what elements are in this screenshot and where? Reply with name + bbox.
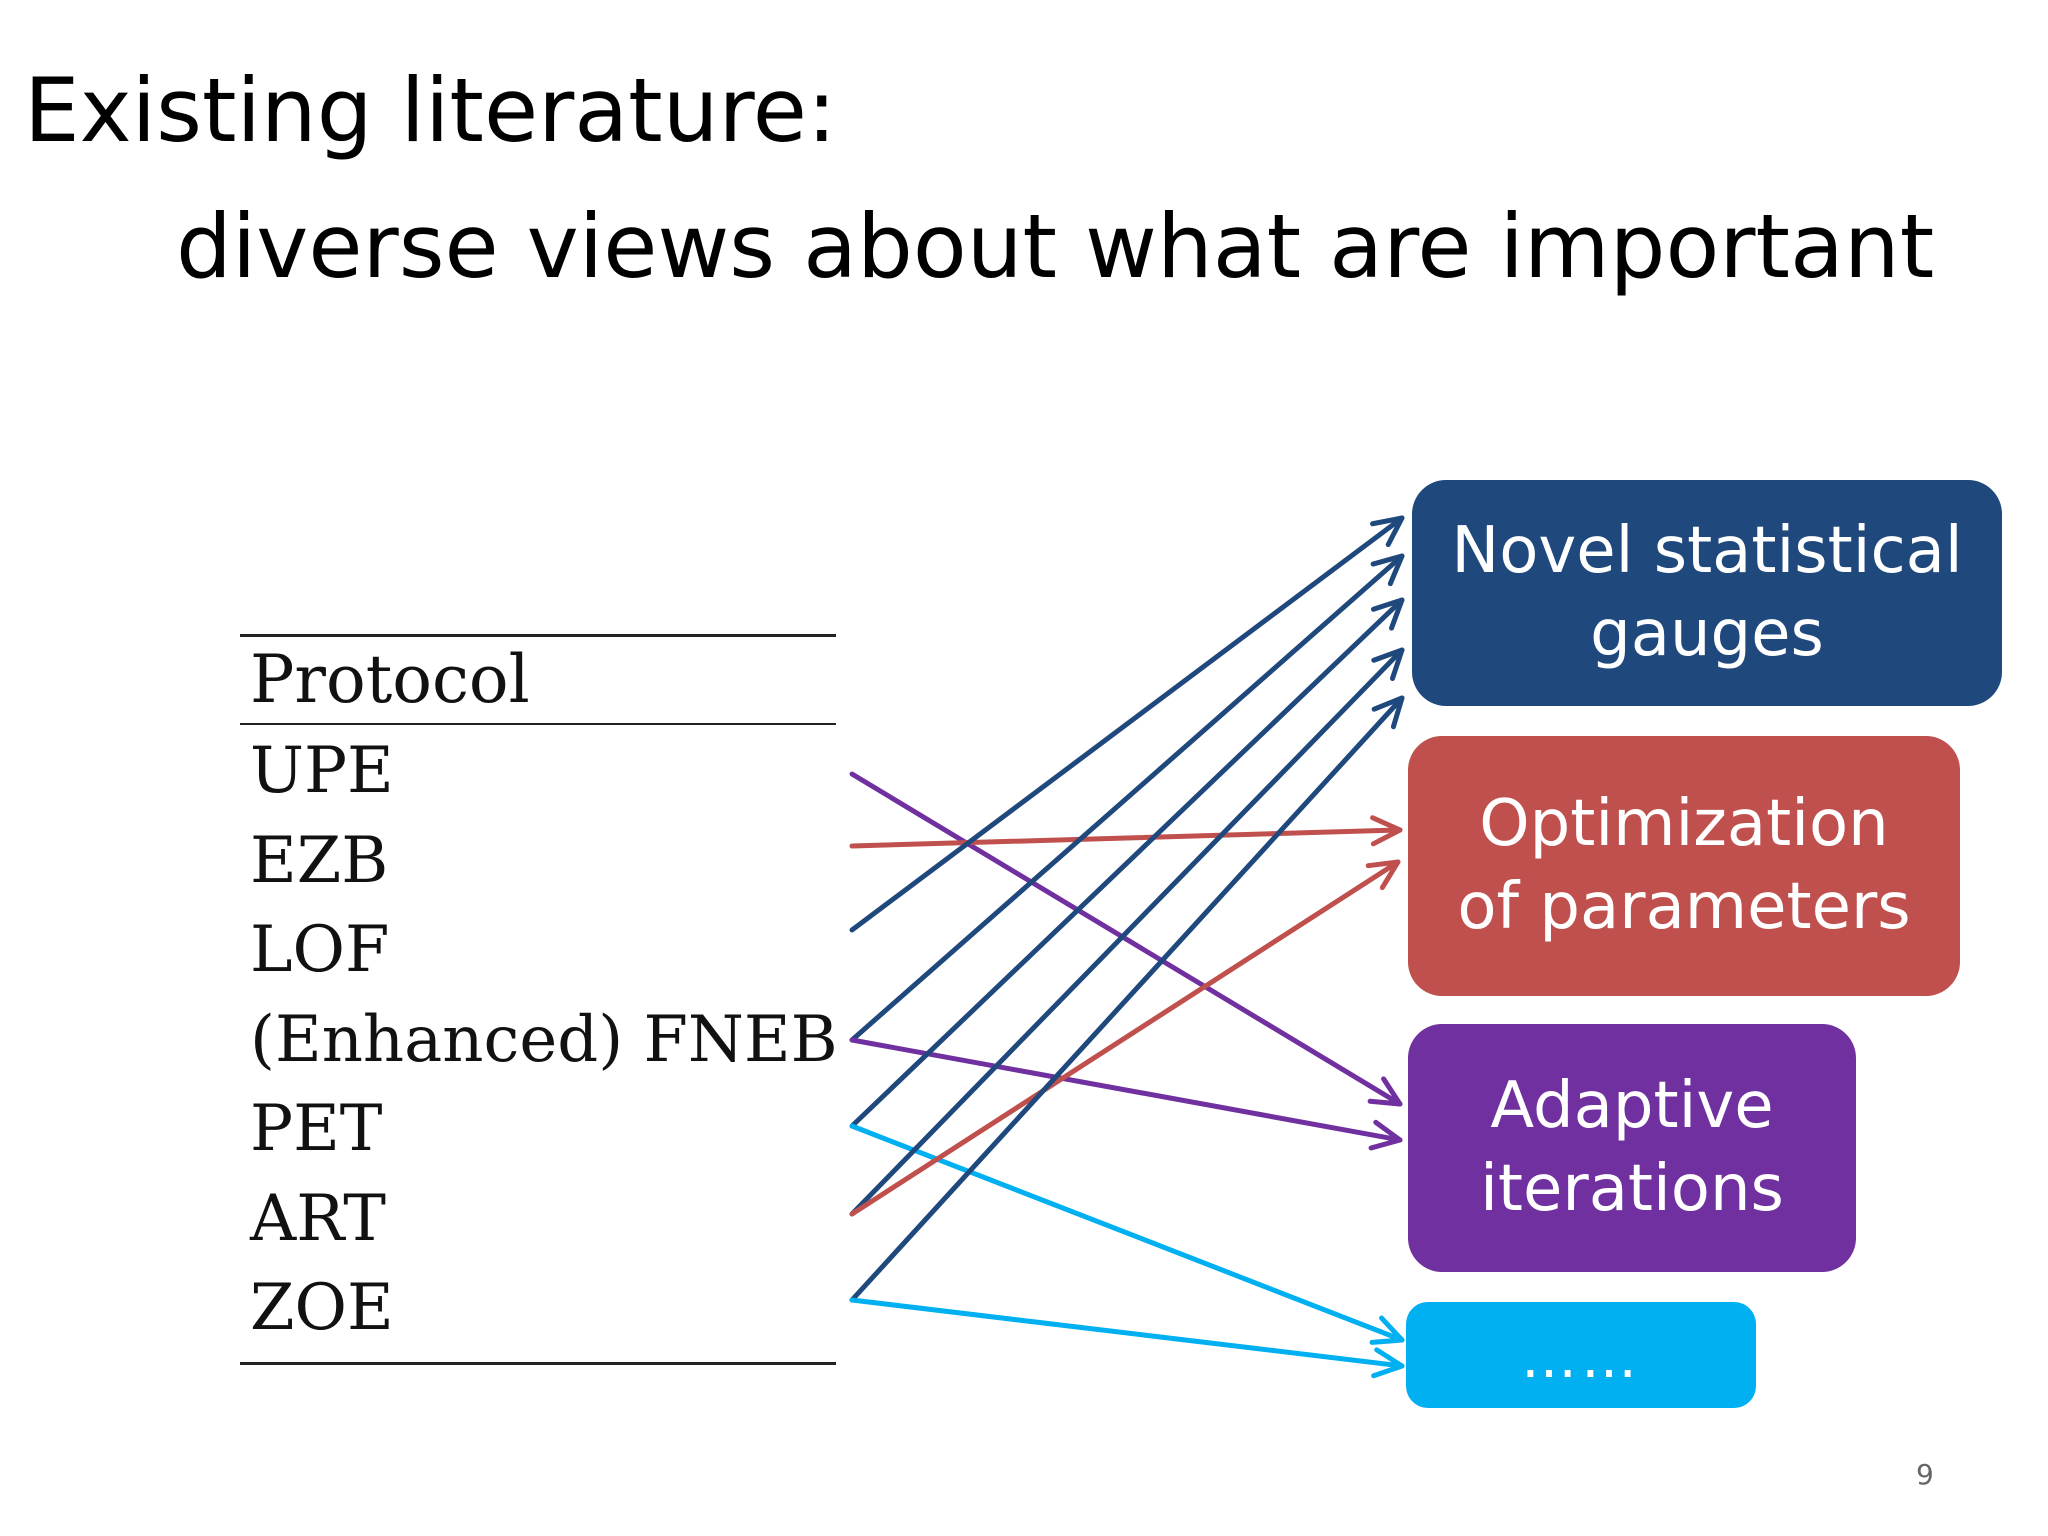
- table-top-rule: [240, 634, 836, 637]
- slide-title-line-2: diverse views about what are important: [176, 195, 1935, 298]
- arrow-shaft: [849, 597, 1405, 1129]
- protocol-row-pet: PET: [250, 1092, 383, 1166]
- arrow-zoe-to-gauges: [849, 695, 1405, 1303]
- arrow-shaft: [849, 553, 1405, 1043]
- category-box-parameter-optimization: Optimization of parameters: [1408, 736, 1960, 996]
- arrow-head: [1368, 1119, 1403, 1151]
- arrow-ezb-to-params: [849, 815, 1403, 849]
- category-box-other: ……: [1406, 1302, 1756, 1408]
- protocol-row-upe: UPE: [250, 734, 394, 808]
- category-label-line-2: gauges: [1590, 597, 1824, 671]
- arrow-enhanced-fneb-to-gauges: [849, 553, 1405, 1043]
- arrow-shaft: [849, 515, 1405, 933]
- arrow-shaft: [849, 695, 1405, 1303]
- arrow-art-to-gauges: [849, 647, 1405, 1217]
- arrow-lof-to-gauges: [849, 515, 1405, 933]
- arrow-zoe-to-other: [849, 1297, 1405, 1379]
- arrow-head: [1367, 1076, 1403, 1107]
- table-bottom-rule: [240, 1361, 836, 1365]
- arrow-pet-to-gauges: [849, 597, 1405, 1129]
- category-label-ellipsis: ……: [1521, 1325, 1641, 1391]
- category-box-statistical-gauges: Novel statistical gauges: [1412, 480, 2002, 706]
- arrow-head: [1369, 1315, 1405, 1345]
- arrow-enhanced-fneb-to-adaptive: [849, 1037, 1403, 1151]
- arrow-shaft: [849, 827, 1403, 849]
- arrow-upe-to-adaptive: [849, 771, 1403, 1107]
- arrow-head: [1370, 597, 1405, 631]
- protocol-row-art: ART: [250, 1181, 386, 1256]
- category-label-line-1: Adaptive: [1490, 1068, 1774, 1143]
- protocol-header: Protocol: [250, 641, 530, 718]
- protocol-row-zoe: ZOE: [250, 1271, 394, 1345]
- arrow-shaft: [849, 1123, 1405, 1343]
- arrow-head: [1370, 515, 1405, 548]
- arrow-shaft: [849, 647, 1405, 1217]
- arrow-head: [1371, 1347, 1405, 1379]
- page-number: 9: [1916, 1458, 1934, 1491]
- arrow-shaft: [849, 859, 1401, 1217]
- category-label-line-2: iterations: [1480, 1152, 1784, 1226]
- category-label-line-1: Optimization: [1479, 786, 1889, 861]
- arrow-head: [1371, 647, 1405, 681]
- category-label-line-1: Novel statistical: [1451, 513, 1963, 588]
- protocol-rows: UPE EZB LOF (Enhanced) FNEB PET ART ZOE: [240, 725, 838, 1362]
- arrow-head: [1370, 815, 1403, 847]
- arrow-shaft: [849, 1037, 1403, 1143]
- arrow-head: [1365, 859, 1401, 891]
- arrow-head: [1370, 553, 1405, 587]
- category-label-line-2: of parameters: [1457, 870, 1911, 944]
- arrow-art-to-params: [849, 859, 1401, 1217]
- protocol-row-ezb: EZB: [250, 823, 389, 898]
- arrow-pet-to-other: [849, 1123, 1405, 1345]
- protocol-row-fneb: (Enhanced) FNEB: [250, 1002, 838, 1077]
- arrow-shaft: [849, 1297, 1405, 1369]
- table-header-rule: [240, 723, 836, 725]
- arrow-head: [1371, 695, 1405, 730]
- protocol-table: Protocol UPE EZB LOF (Enhanced) FNEB PET…: [240, 634, 838, 1365]
- category-box-adaptive-iterations: Adaptive iterations: [1408, 1024, 1856, 1272]
- slide-title-line-1: Existing literature:: [24, 59, 837, 162]
- protocol-row-lof: LOF: [250, 913, 390, 987]
- arrow-shaft: [849, 771, 1403, 1107]
